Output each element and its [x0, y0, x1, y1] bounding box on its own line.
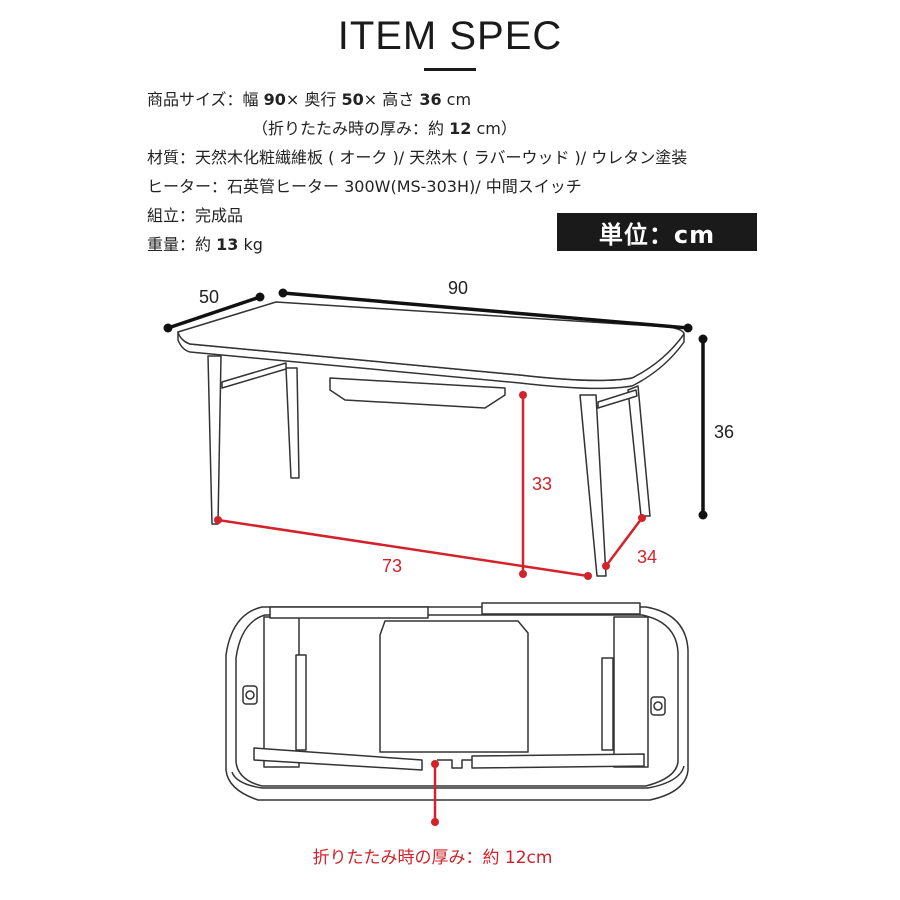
spec-times-1: × 奥行	[285, 90, 342, 109]
spec-heater: ヒーター：石英管ヒーター 300W(MS-303H)/ 中間スイッチ	[147, 177, 582, 196]
width-dimension-line	[282, 291, 689, 330]
folded-thickness-marker	[431, 760, 439, 826]
folded-left-leg	[263, 616, 300, 768]
folded-tabletop-front-lip	[231, 765, 685, 789]
leg-span-width-line	[217, 518, 589, 578]
table-perspective-drawing	[177, 301, 685, 577]
spec-width: 90	[263, 90, 286, 109]
folded-center-notch	[437, 759, 472, 769]
spec-unit: cm	[441, 90, 472, 109]
tabletop-surface	[177, 301, 685, 382]
spec-weight-label: 重量：約	[147, 235, 217, 254]
back-right-leg	[627, 385, 651, 517]
folded-tabletop-inner-edge	[235, 614, 679, 787]
unit-badge: 単位：cm	[557, 213, 757, 251]
depth-label: 50	[199, 287, 219, 307]
left-leg-brace	[221, 362, 287, 389]
folded-tabletop-outline	[225, 606, 689, 801]
spec-fold-value: 12	[449, 119, 472, 138]
spec-height: 36	[419, 90, 442, 109]
folded-bottom-right-rail	[471, 753, 645, 769]
black-dimension-lines	[167, 291, 705, 515]
folded-heater-unit	[379, 620, 529, 753]
spec-size: 商品サイズ：幅 90× 奥行 50× 高さ 36 cm	[147, 90, 471, 110]
folded-top-left-rail	[269, 606, 429, 619]
spec-weight-value: 13	[216, 235, 239, 254]
height-label: 36	[714, 422, 734, 442]
black-dimension-endpoints	[163, 288, 708, 520]
left-fixing-slot	[242, 685, 258, 705]
clearance-label: 33	[532, 474, 552, 494]
folded-bottom-left-rail	[253, 747, 423, 771]
folded-right-leg	[613, 616, 649, 768]
right-fixing-slot	[650, 696, 666, 716]
front-left-leg	[207, 355, 222, 525]
depth-dimension-line	[167, 295, 261, 330]
spec-times-2: × 高さ	[363, 90, 420, 109]
heater-unit	[329, 377, 506, 409]
spec-weight: 重量：約 13 kg	[147, 235, 263, 255]
spec-fold-suffix: cm）	[471, 119, 517, 138]
right-leg-brace	[597, 389, 638, 409]
spec-assembly: 組立：完成品	[147, 206, 244, 225]
title-underline	[424, 68, 476, 71]
leg-span-depth-line	[605, 517, 643, 567]
spec-fold: （折りたたみ時の厚み：約 12 cm）	[252, 119, 517, 139]
leg-span-depth-label: 34	[637, 547, 657, 567]
folded-top-right-rail	[481, 602, 641, 615]
folded-table-drawing	[225, 602, 689, 801]
spec-size-label: 商品サイズ：幅	[147, 90, 264, 109]
width-label: 90	[448, 278, 468, 298]
page-title: ITEM SPEC	[337, 14, 563, 58]
folded-right-brace	[601, 657, 614, 751]
folded-thickness-caption: 折りたたみ時の厚み：約 12cm	[312, 848, 553, 868]
front-right-leg	[579, 394, 607, 577]
left-fixing-hole	[245, 690, 255, 700]
spec-material: 材質：天然木化粧繊維板 ( オーク )/ 天然木 ( ラバーウッド )/ ウレタ…	[147, 148, 688, 167]
spec-depth: 50	[341, 90, 364, 109]
red-dimension-lines	[217, 395, 643, 578]
spec-fold-prefix: （折りたたみ時の厚み：約	[252, 119, 450, 138]
folded-left-brace	[295, 654, 307, 751]
back-left-leg	[285, 367, 300, 479]
leg-span-width-label: 73	[382, 556, 402, 576]
right-fixing-hole	[653, 701, 663, 711]
spec-weight-unit: kg	[238, 235, 263, 254]
red-dimension-endpoints	[214, 391, 646, 580]
